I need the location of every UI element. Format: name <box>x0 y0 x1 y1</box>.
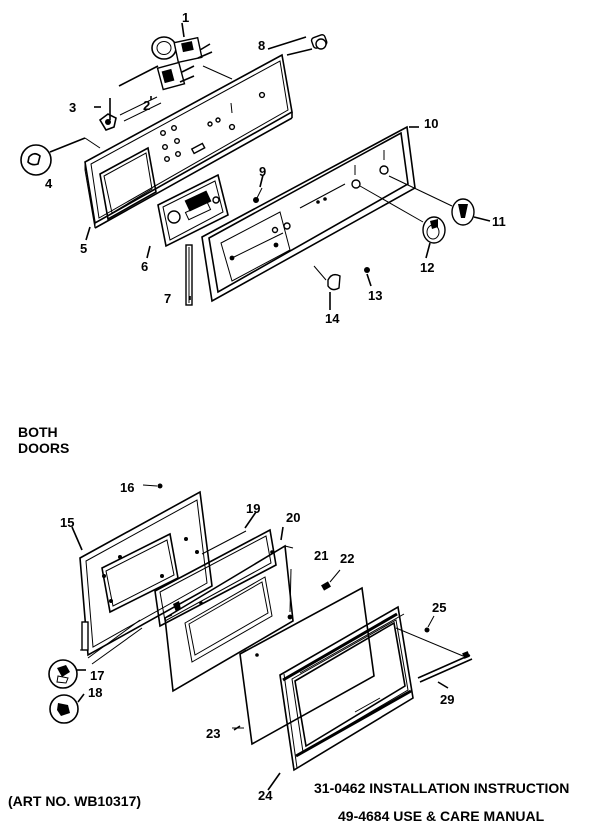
part-label-22: 22 <box>340 551 354 566</box>
inner-door-panel <box>79 490 213 657</box>
part-label-1: 1 <box>182 10 189 25</box>
backsplash-panel <box>84 53 293 229</box>
door-screw-part <box>142 483 163 489</box>
part-label-24: 24 <box>258 788 273 803</box>
bracket-clip-part <box>98 113 117 131</box>
knob-part-11 <box>388 175 491 226</box>
hinge-clip-part-17 <box>48 659 86 689</box>
upper-part-labels: 1 2 3 4 5 6 7 8 9 10 11 12 13 14 <box>45 10 506 326</box>
control-panel-assembly <box>20 22 491 310</box>
use-care-manual-ref: 49-4684 USE & CARE MANUAL <box>338 808 545 824</box>
part-label-13: 13 <box>368 288 382 303</box>
trim-strip-part <box>185 244 193 306</box>
clock-timer-part <box>151 22 213 64</box>
part-label-19: 19 <box>246 501 260 516</box>
part-label-15: 15 <box>60 515 74 530</box>
section-label-line-1: BOTH <box>18 424 58 440</box>
knob-clip-part <box>20 137 101 176</box>
door-assembly <box>48 483 473 791</box>
switch-part <box>109 61 233 120</box>
nut-part-13 <box>364 267 370 273</box>
lower-part-labels: 15 16 17 18 19 20 21 22 23 24 25 29 <box>60 480 454 803</box>
window-frame-part <box>164 544 294 693</box>
hinge-bar-part <box>395 627 473 683</box>
part-label-5: 5 <box>80 241 87 256</box>
part-label-20: 20 <box>286 510 300 525</box>
part-label-8: 8 <box>258 38 265 53</box>
hinge-clip-part-18 <box>49 693 85 724</box>
part-label-9: 9 <box>259 164 266 179</box>
clock-housing-part <box>157 173 229 248</box>
part-label-2: 2 <box>143 98 150 113</box>
fastener-part <box>253 187 263 203</box>
part-label-18: 18 <box>88 685 102 700</box>
section-label-line-2: DOORS <box>18 440 70 456</box>
outer-glass-part <box>232 586 375 746</box>
part-label-12: 12 <box>420 260 434 275</box>
screw-part-22 <box>321 569 341 591</box>
control-panel-front <box>201 125 416 303</box>
part-label-16: 16 <box>120 480 134 495</box>
part-label-14: 14 <box>325 311 340 326</box>
installation-instruction-ref: 31-0462 INSTALLATION INSTRUCTION <box>314 780 570 796</box>
door-frame-part <box>279 605 414 772</box>
part-label-7: 7 <box>164 291 171 306</box>
screw-part-25 <box>424 615 435 633</box>
screw-part <box>267 34 328 56</box>
part-label-17: 17 <box>90 668 104 683</box>
part-label-29: 29 <box>440 692 454 707</box>
screw-part-21 <box>287 568 293 620</box>
part-label-6: 6 <box>141 259 148 274</box>
part-label-10: 10 <box>424 116 438 131</box>
insulation-part <box>154 528 277 628</box>
part-label-3: 3 <box>69 100 76 115</box>
part-label-11: 11 <box>492 214 506 229</box>
art-number: (ART NO. WB10317) <box>8 793 142 809</box>
knob-part-12 <box>359 185 446 259</box>
part-label-25: 25 <box>432 600 446 615</box>
bezel-part-14 <box>313 265 341 310</box>
part-label-23: 23 <box>206 726 220 741</box>
part-label-21: 21 <box>314 548 328 563</box>
part-label-4: 4 <box>45 176 53 191</box>
